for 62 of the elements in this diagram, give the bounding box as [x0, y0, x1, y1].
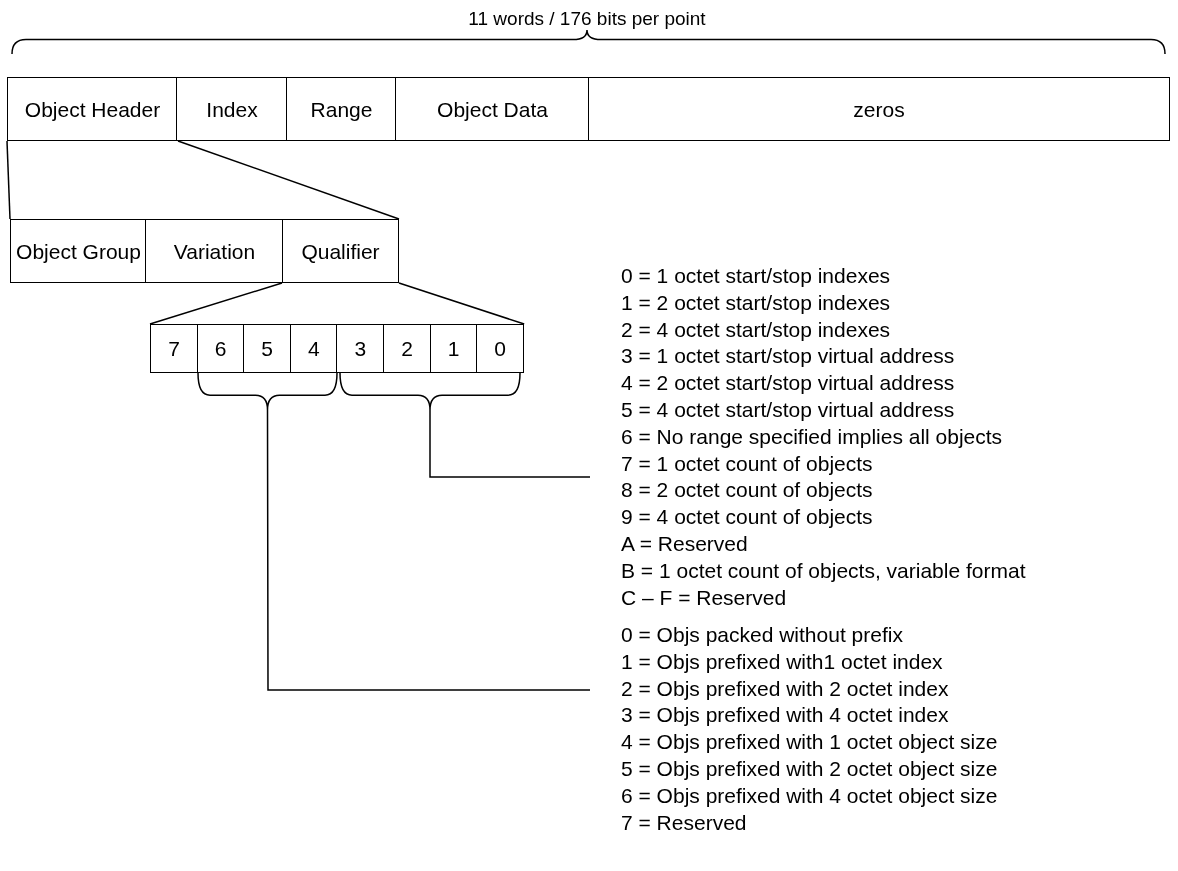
- field-name: Variation: [173, 238, 256, 264]
- bit-cell: [196, 324, 245, 373]
- bit-cell: [289, 324, 338, 373]
- value-description: 6 = Objs prefixed with 4 octet object size: [621, 782, 999, 809]
- field-cell: [7, 77, 178, 141]
- bit-number: 0: [494, 336, 507, 361]
- connector-line: [149, 282, 283, 325]
- field-name: Object Header: [24, 96, 161, 122]
- field-cell: [145, 219, 284, 283]
- bit-cell: [429, 324, 478, 373]
- bit-number: 4: [307, 336, 320, 361]
- value-description: 4 = Objs prefixed with 1 octet object size: [621, 729, 999, 756]
- bit-number: 3: [354, 336, 367, 361]
- value-description: 9 = 4 octet count of objects: [621, 504, 874, 531]
- field-cell: [282, 219, 399, 283]
- field-name: Object Data: [437, 96, 548, 122]
- value-description: 1 = 2 octet start/stop indexes: [621, 289, 892, 316]
- value-description: A = Reserved: [621, 530, 749, 557]
- bit-cell: [383, 324, 431, 373]
- bit-cell: [336, 324, 385, 373]
- value-description: 5 = Objs prefixed with 2 octet object size: [621, 756, 999, 782]
- bit-number: 2: [401, 336, 413, 361]
- value-description: 4 = 2 octet start/stop virtual address: [621, 370, 956, 397]
- field-name: Qualifier: [301, 238, 380, 264]
- value-description: B = 1 octet count of objects, variable format: [621, 557, 1027, 584]
- value-description: 0 = Objs packed without prefix: [621, 622, 904, 648]
- bit-number: 6: [214, 336, 227, 361]
- connector-line: [177, 140, 400, 220]
- field-cell: [286, 77, 397, 141]
- field-name: Index: [206, 96, 258, 122]
- field-cell: [10, 219, 147, 283]
- bit-number: 1: [447, 336, 460, 361]
- field-cell: [176, 77, 288, 141]
- value-description: 8 = 2 octet count of objects: [621, 477, 874, 504]
- value-description: 6 = No range specified implies all objects: [621, 423, 1004, 450]
- bit-cell: [476, 324, 525, 373]
- value-description: 3 = Objs prefixed with 4 octet index: [621, 702, 950, 729]
- connector-line: [6, 140, 11, 220]
- field-cell: [588, 77, 1170, 141]
- value-description: 0 = 1 octet start/stop indexes: [621, 263, 892, 289]
- value-description: 2 = 4 octet start/stop indexes: [621, 316, 892, 343]
- field-name: Object Group: [16, 238, 141, 264]
- bracket-label: 11 words / 176 bits per point: [468, 8, 706, 30]
- bit-cell: [150, 324, 198, 373]
- bit-number: 5: [261, 336, 274, 361]
- value-description: C – F = Reserved: [621, 584, 788, 611]
- bit-number: 7: [168, 336, 180, 361]
- value-description: 7 = 1 octet count of objects: [621, 450, 874, 477]
- field-name: zeros: [853, 96, 905, 122]
- value-description: 1 = Objs prefixed with1 octet index: [621, 648, 944, 675]
- curly-bracket: [339, 373, 521, 410]
- field-cell: [395, 77, 590, 141]
- value-description: 3 = 1 octet start/stop virtual address: [621, 343, 956, 370]
- curly-bracket: [197, 373, 338, 410]
- connector-line: [266, 409, 591, 691]
- value-description: 2 = Objs prefixed with 2 octet index: [621, 675, 950, 702]
- bit-cell: [243, 324, 292, 373]
- value-description: 5 = 4 octet start/stop virtual address: [621, 397, 956, 423]
- value-description: 7 = Reserved: [621, 809, 748, 836]
- connector-line: [429, 409, 591, 478]
- connector-line: [398, 282, 525, 325]
- field-name: Range: [310, 96, 373, 122]
